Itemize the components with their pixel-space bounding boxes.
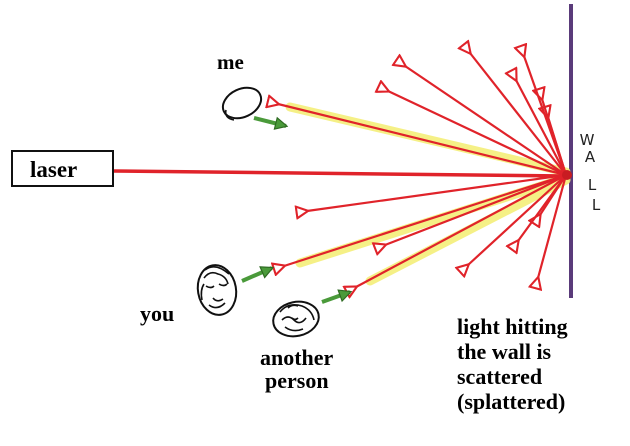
another-person-label-line2: person <box>265 368 329 393</box>
ray-10 <box>468 174 567 265</box>
green-arrow-icon <box>253 116 286 126</box>
ray-7 <box>548 117 568 176</box>
face-sketch-icon <box>272 300 320 338</box>
laser-beam <box>113 169 567 178</box>
ray-9 <box>385 173 567 245</box>
ray-8 <box>307 173 567 211</box>
green-arrow-icon <box>321 292 350 304</box>
wall-letter-2: A <box>585 148 596 166</box>
scattered-rays <box>278 53 568 287</box>
green-arrow-icon <box>241 266 272 283</box>
wall-letter-4: L <box>592 196 601 214</box>
me-label: me <box>217 50 244 74</box>
scatter-caption: light hitting the wall is scattered (spl… <box>457 314 568 414</box>
laser-label: laser <box>30 157 78 182</box>
wall-hit-spot <box>562 170 572 180</box>
glow-to-another <box>365 175 571 286</box>
ray-to-me <box>278 104 567 177</box>
eye-outline-icon <box>221 86 263 121</box>
caption-line-2: the wall is <box>457 339 552 364</box>
another-person-label-line1: another <box>260 345 334 370</box>
ray-1 <box>405 66 567 176</box>
ray-13 <box>538 174 568 278</box>
ray-4 <box>516 80 567 176</box>
wall-letter-3: L <box>588 176 597 194</box>
ray-to-you <box>284 173 567 266</box>
ray-3 <box>470 53 567 176</box>
caption-line-4: (splattered) <box>457 389 566 414</box>
wall-letter-1: W <box>580 131 595 149</box>
ray-to-another <box>356 174 567 287</box>
ray-12 <box>540 174 567 215</box>
caption-line-3: scattered <box>457 364 543 389</box>
caption-line-1: light hitting <box>457 314 568 339</box>
face-sketch-icon <box>196 264 238 316</box>
laser-box <box>11 150 114 187</box>
you-label: you <box>140 301 175 326</box>
ray-2 <box>388 91 567 176</box>
